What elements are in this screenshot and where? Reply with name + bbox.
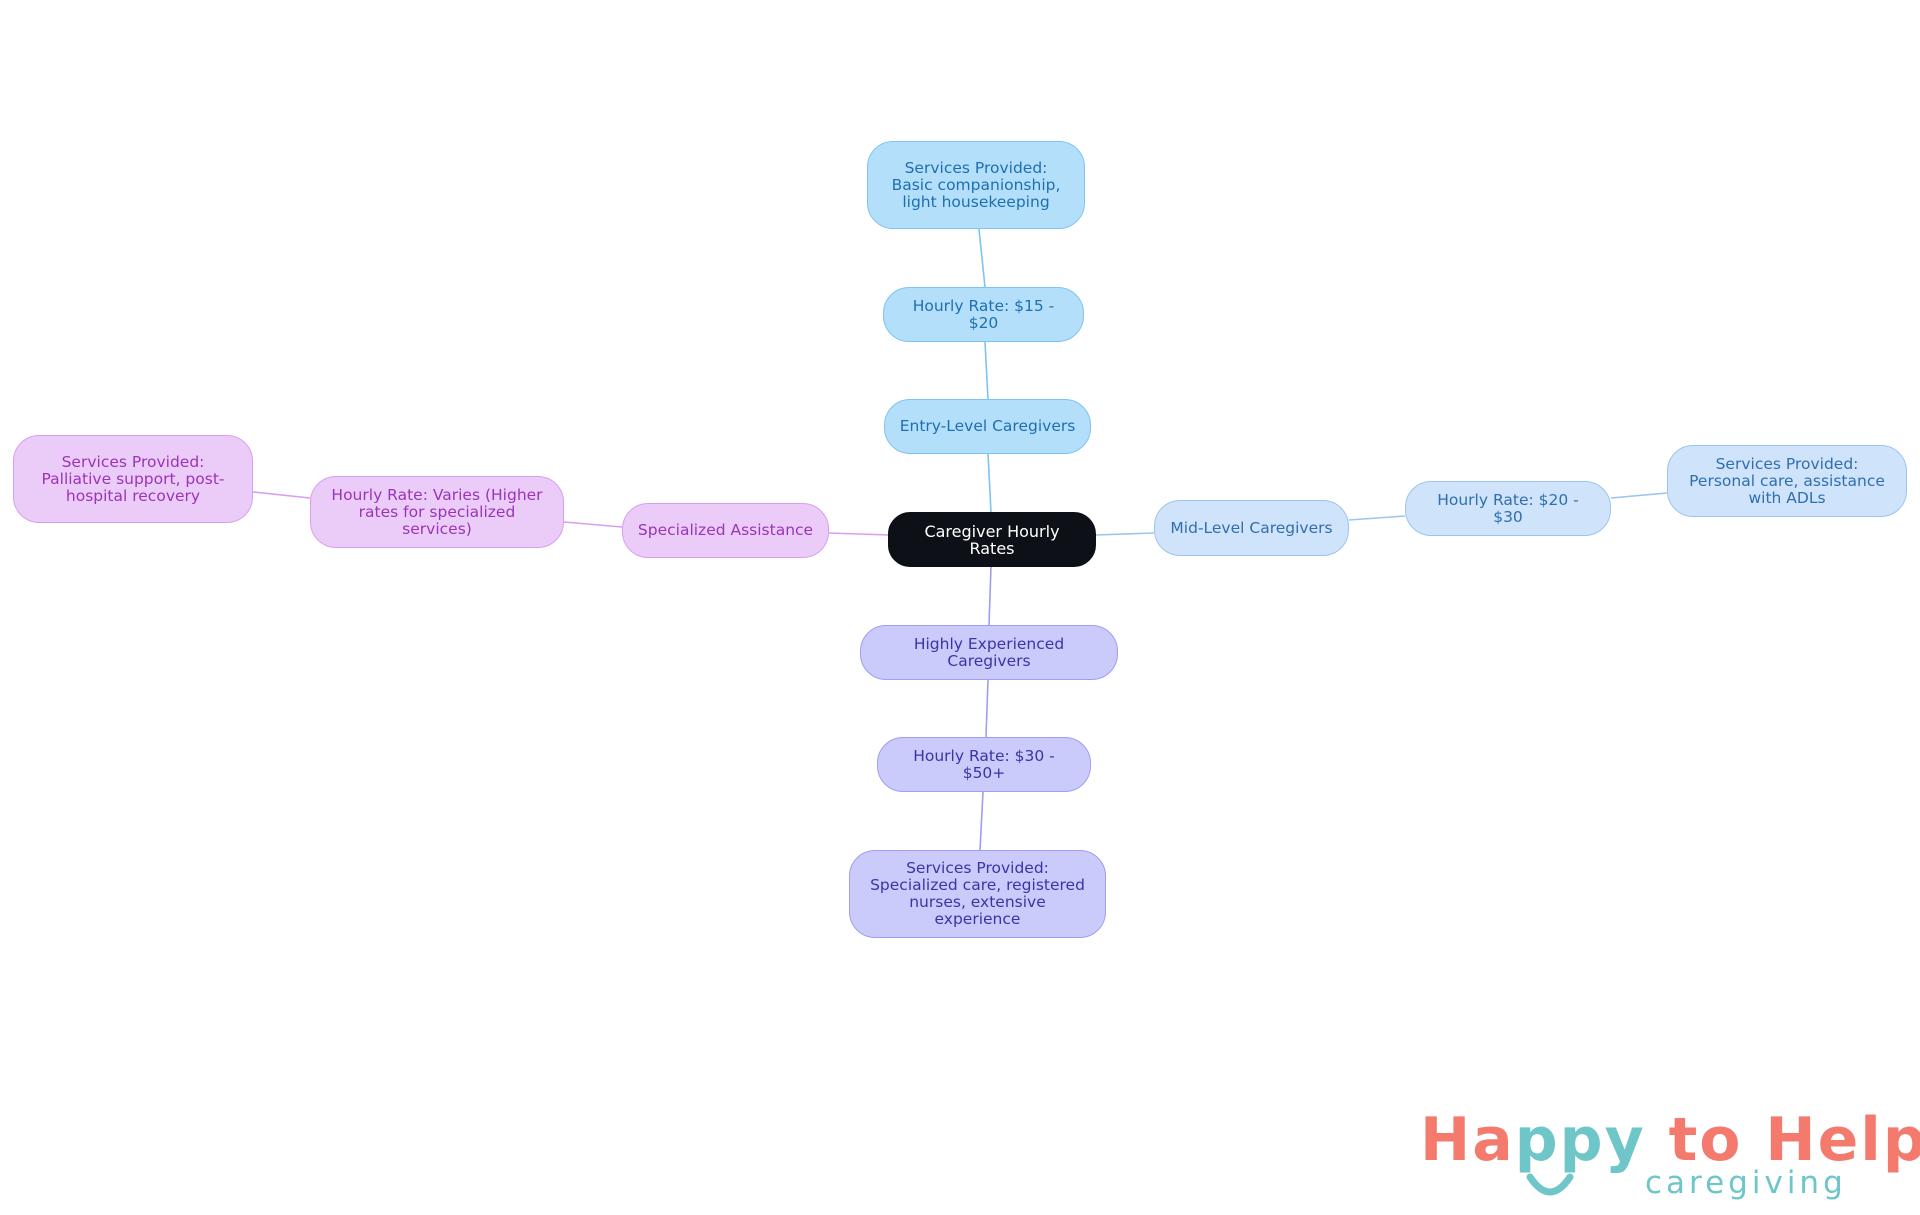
experienced-services-label: Services Provided: Specialized care, reg… [870,859,1085,928]
experienced-node[interactable]: Highly Experienced Caregivers [860,625,1118,680]
mid-level-rate-node[interactable]: Hourly Rate: $20 - $30 [1405,481,1611,536]
edge-mid-rate [1348,515,1406,521]
specialized-rate-node[interactable]: Hourly Rate: Varies (Higher rates for sp… [310,476,564,548]
specialized-rate-label: Hourly Rate: Varies (Higher rates for sp… [331,485,543,538]
mid-level-services-node[interactable]: Services Provided: Personal care, assist… [1667,445,1907,517]
specialized-services-node[interactable]: Services Provided: Palliative support, p… [13,435,253,523]
mid-level-services-label: Services Provided: Personal care, assist… [1689,454,1885,507]
logo-to-help: to Help [1645,1105,1920,1175]
edge-root-experienced [988,566,992,626]
edge-root-specialized [828,532,890,536]
entry-level-rate-label: Hourly Rate: $15 - $20 [912,296,1055,332]
entry-level-label: Entry-Level Caregivers [899,417,1076,435]
edge-experienced-rate [985,679,989,738]
edge-experienced-services [979,791,984,851]
logo-ppy: ppy [1514,1105,1646,1175]
experienced-rate-label: Hourly Rate: $30 - $50+ [913,746,1055,782]
edge-root-entry [987,452,992,513]
specialized-services-label: Services Provided: Palliative support, p… [41,452,225,505]
edge-mid-services [1610,492,1668,499]
specialized-label: Specialized Assistance [637,521,814,539]
edge-entry-rate [984,341,989,400]
experienced-rate-node[interactable]: Hourly Rate: $30 - $50+ [877,737,1091,792]
entry-level-services-label: Services Provided: Basic companionship, … [891,158,1061,211]
edge-specialized-services [252,491,311,499]
logo-subtitle: caregiving [1645,1165,1847,1201]
entry-level-rate-node[interactable]: Hourly Rate: $15 - $20 [883,287,1084,342]
mid-level-node[interactable]: Mid-Level Caregivers [1154,500,1349,556]
edge-entry-services [978,228,986,288]
experienced-services-node[interactable]: Services Provided: Specialized care, reg… [849,850,1106,938]
logo-wordmark: Happy to Help [1420,1105,1920,1175]
entry-level-services-node[interactable]: Services Provided: Basic companionship, … [867,141,1085,229]
edge-root-mid [1095,532,1155,536]
specialized-node[interactable]: Specialized Assistance [622,503,829,558]
smile-icon [1526,1173,1574,1196]
root-node[interactable]: Caregiver Hourly Rates [888,512,1096,567]
root-label: Caregiver Hourly Rates [924,521,1060,558]
edge-specialized-rate [563,521,623,528]
mid-level-rate-label: Hourly Rate: $20 - $30 [1437,490,1579,526]
happy-to-help-logo: Happy to Help caregiving [1420,1105,1920,1205]
mid-level-label: Mid-Level Caregivers [1170,518,1333,537]
entry-level-node[interactable]: Entry-Level Caregivers [884,399,1091,454]
logo-ha: Ha [1420,1105,1515,1175]
experienced-label: Highly Experienced Caregivers [913,634,1065,670]
